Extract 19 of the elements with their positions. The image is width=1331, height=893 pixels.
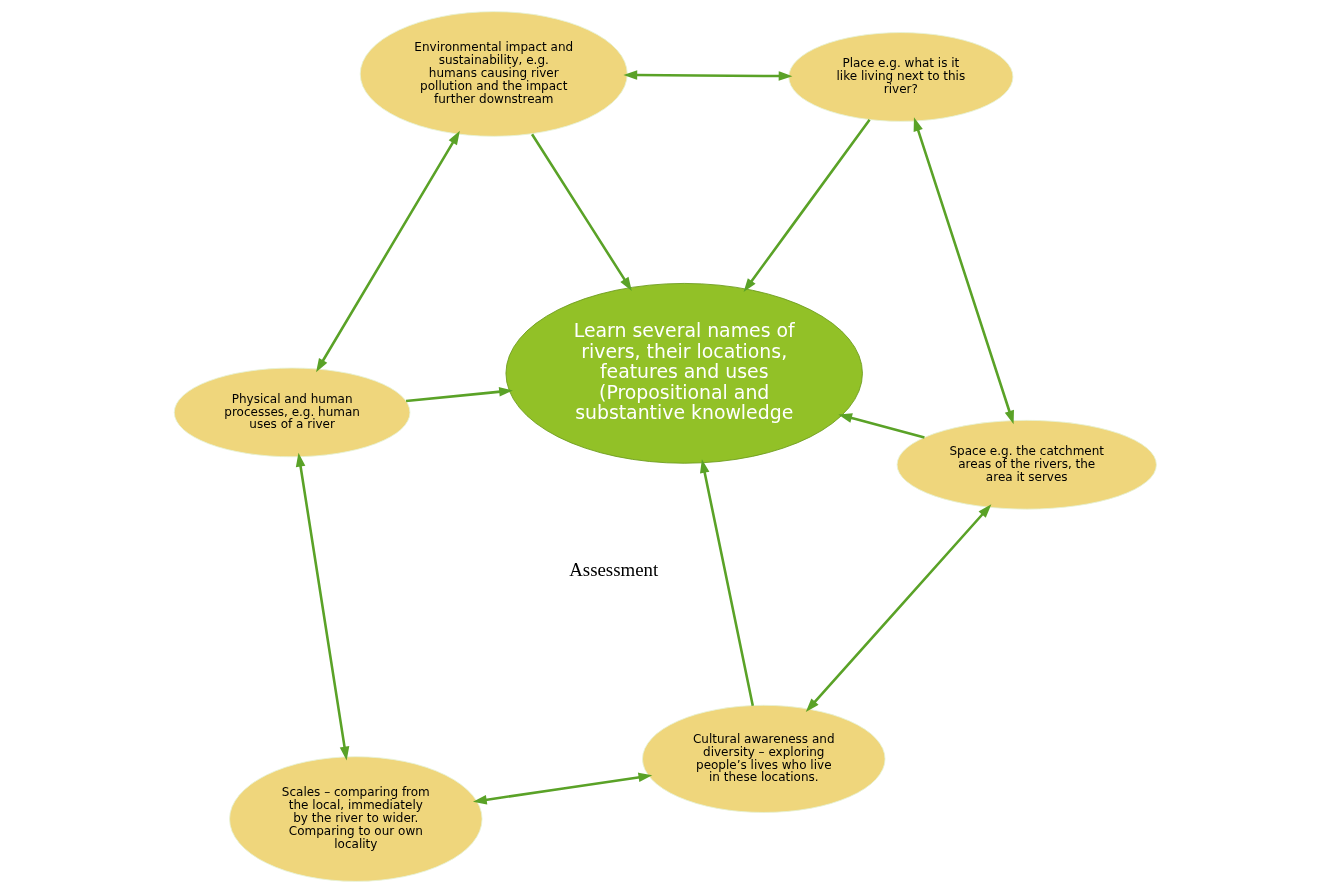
arrow [531, 133, 632, 291]
arrow [805, 504, 992, 712]
arrow [838, 413, 925, 439]
node-ellipse: Learn several names of rivers, their locations, features and uses (Propositional and substantive knowledge [505, 283, 863, 464]
arrow [623, 70, 793, 81]
node-ellipse: Environmental impact and sustainability, e.g. humans causing river pollution and the impact further downstream [359, 11, 628, 137]
label: Assessment [569, 558, 659, 580]
node-ellipse: Cultural awareness and diversity – exploring people’s lives who live in these locations. [642, 704, 886, 813]
arrow [473, 772, 653, 805]
arrow [743, 118, 871, 293]
node-ellipse: Space e.g. the catchment areas of the rivers, the area it serves [896, 419, 1157, 510]
node-ellipse: Scales – comparing from the local, immediately by the river to wider. Comparing to our own locality [229, 756, 483, 882]
arrow [405, 386, 513, 403]
arrow [316, 130, 460, 373]
arrow [913, 117, 1014, 425]
arrow [295, 452, 350, 761]
node-ellipse: Place e.g. what is it like living next to this river? [788, 32, 1014, 122]
arrow [700, 459, 755, 706]
node-ellipse: Physical and human processes, e.g. human uses of a river [173, 367, 411, 458]
